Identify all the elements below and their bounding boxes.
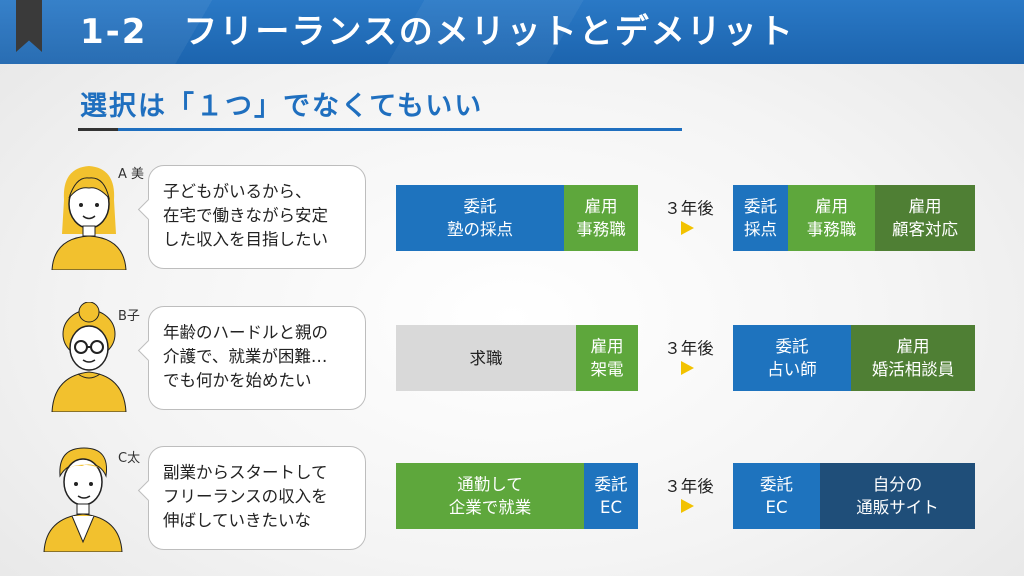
box-line: 企業で就業 [448, 498, 532, 517]
work-box-after: 雇用 顧客対応 [875, 185, 975, 251]
work-box-before: 雇用 事務職 [564, 185, 638, 251]
bookmark-icon [16, 0, 42, 52]
box-line: 架電 [590, 360, 624, 379]
box-line: 求職 [469, 348, 503, 368]
box-line: 委託 [594, 475, 628, 494]
bubble-line: 伸ばしていきたいな [163, 511, 312, 530]
person-c-label: C太 [118, 451, 141, 466]
work-box-after: 雇用 事務職 [788, 185, 875, 251]
box-line: 事務職 [576, 220, 626, 239]
work-box-after: 委託 採点 [733, 185, 788, 251]
work-box-before: 委託 EC [584, 463, 638, 529]
work-box-after: 自分の 通販サイト [820, 463, 975, 529]
arrow-right-icon [681, 361, 694, 375]
woman-avatar-icon [51, 166, 127, 270]
box-line: 雇用 [815, 197, 848, 216]
bubble-line: 副業からスタートして [163, 463, 328, 482]
box-line: 雇用 [590, 337, 624, 356]
speech-bubble-b: 年齢のハードルと親の 介護で、就業が困難… でも何かを始めたい [137, 306, 366, 410]
box-line: 婚活相談員 [871, 360, 955, 379]
box-line: 事務職 [806, 220, 857, 239]
work-box-before: 通勤して 企業で就業 [396, 463, 584, 529]
box-line: 委託 [760, 475, 793, 494]
box-line: 雇用 [584, 197, 618, 216]
bubble-line: フリーランスの収入を [163, 487, 328, 506]
bubble-line: 介護で、就業が困難… [163, 347, 328, 366]
bubble-line: した収入を目指したい [163, 230, 328, 249]
three-years-later-label: ３年後 [664, 339, 714, 358]
bubble-line: 子どもがいるから、 [163, 182, 312, 201]
box-line: 委託 [744, 197, 777, 216]
arrow-right-icon [681, 221, 694, 235]
work-box-after: 委託 EC [733, 463, 820, 529]
slide-title: 1-2 フリーランスのメリットとデメリット [80, 12, 795, 52]
box-line: 占い師 [767, 360, 817, 379]
box-line: 雇用 [896, 337, 930, 356]
three-years-later-label: ３年後 [664, 199, 714, 218]
slide-subtitle: 選択は「１つ」でなくてもいい [80, 91, 484, 122]
subtitle-underline [78, 128, 682, 131]
box-line: 雇用 [908, 197, 942, 216]
work-box-before: 委託 塾の採点 [396, 185, 564, 251]
work-box-before: 雇用 架電 [576, 325, 638, 391]
person-b-label: B子 [118, 309, 140, 324]
subtitle-underline-accent [78, 128, 118, 131]
box-line: EC [765, 498, 788, 517]
bubble-line: 年齢のハードルと親の [163, 323, 328, 342]
elderly-woman-avatar-icon [51, 302, 127, 412]
box-line: 塾の採点 [447, 220, 513, 239]
box-line: 採点 [744, 220, 777, 239]
three-years-later-label: ３年後 [664, 477, 714, 496]
box-line: EC [600, 498, 622, 517]
speech-bubble-a: 子どもがいるから、 在宅で働きながら安定 した収入を目指したい [137, 165, 366, 269]
title-bar: 1-2 フリーランスのメリットとデメリット [0, 0, 1024, 64]
speech-bubble-c: 副業からスタートして フリーランスの収入を 伸ばしていきたいな [137, 446, 366, 550]
person-a-label: A 美 [118, 167, 145, 182]
box-line: 委託 [775, 337, 809, 356]
work-box-after: 雇用 婚活相談員 [851, 325, 975, 391]
work-box-before: 求職 [396, 325, 576, 391]
box-line: 自分の [872, 475, 923, 494]
box-line: 通勤して [457, 475, 523, 494]
bubble-line: 在宅で働きながら安定 [163, 206, 328, 225]
box-line: 顧客対応 [892, 220, 958, 239]
man-avatar-icon [43, 447, 123, 552]
bubble-line: でも何かを始めたい [163, 371, 312, 390]
box-line: 通販サイト [856, 498, 939, 517]
arrow-right-icon [681, 499, 694, 513]
box-line: 委託 [463, 197, 497, 216]
work-box-after: 委託 占い師 [733, 325, 851, 391]
